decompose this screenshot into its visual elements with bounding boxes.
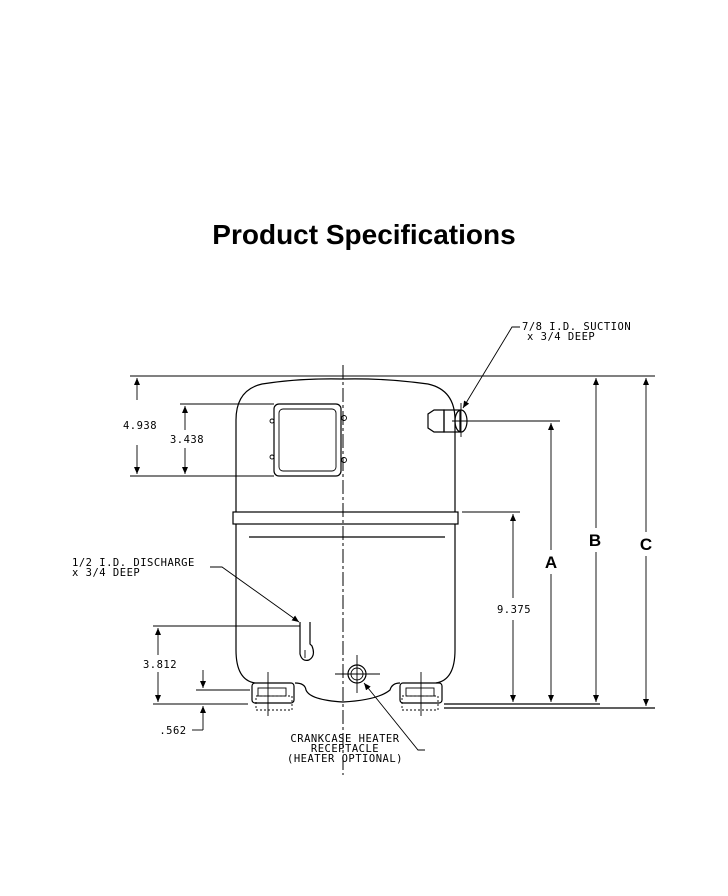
discharge-label: 1/2 I.D. DISCHARGE xyxy=(72,557,195,569)
suction-fitting xyxy=(427,403,470,437)
dimension-0562: .562 xyxy=(159,725,186,737)
page-title: Product Specifications xyxy=(212,219,516,250)
dimension-b: B xyxy=(589,531,601,550)
dimension-a: A xyxy=(545,553,557,572)
extension-lines xyxy=(130,375,655,709)
dimension-9375: 9.375 xyxy=(497,604,531,616)
mounting-foot-left xyxy=(251,672,295,716)
crankcase-heater-receptacle xyxy=(335,655,380,693)
mounting-foot-right xyxy=(399,672,443,716)
compressor-body xyxy=(232,378,459,703)
discharge-depth-label: x 3/4 DEEP xyxy=(72,567,140,579)
heater-label: CRANKCASE HEATER xyxy=(290,733,399,745)
terminal-box xyxy=(269,403,347,477)
leader-lines xyxy=(210,326,520,751)
heater-receptacle-label: RECEPTACLE xyxy=(311,743,379,755)
discharge-fitting xyxy=(299,622,315,661)
dimension-lines xyxy=(134,378,649,731)
dimension-3438: 3.438 xyxy=(170,434,204,446)
dimension-4938: 4.938 xyxy=(123,420,157,432)
suction-depth-label: x 3/4 DEEP xyxy=(527,331,595,343)
dimension-3812: 3.812 xyxy=(143,659,177,671)
dimension-c: C xyxy=(640,535,652,554)
suction-label: 7/8 I.D. SUCTION xyxy=(522,321,631,333)
heater-optional-label: (HEATER OPTIONAL) xyxy=(287,753,403,765)
